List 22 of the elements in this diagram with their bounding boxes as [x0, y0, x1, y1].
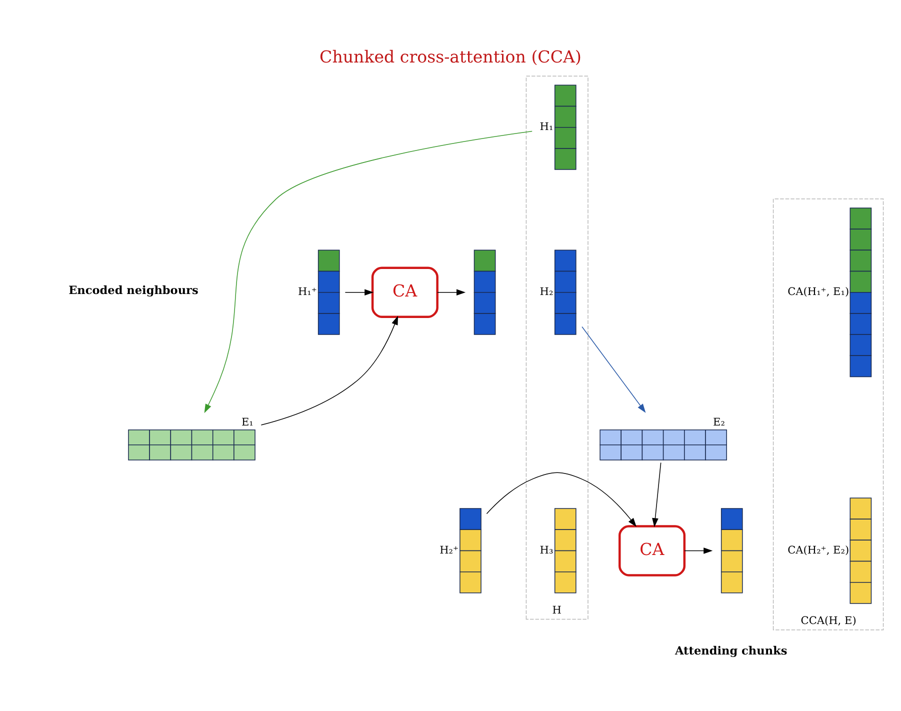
node-label: CA(H₁⁺, E₁)	[788, 286, 850, 298]
node-label: H₁⁺	[298, 286, 317, 298]
label: Encoded neighbours	[68, 282, 198, 297]
node-box: CA	[371, 266, 438, 318]
arrow	[344, 288, 374, 296]
arrow	[652, 462, 662, 527]
arrow	[204, 130, 532, 413]
diagram-title: Chunked cross-attention (CCA)	[320, 46, 582, 66]
arrow	[582, 326, 646, 412]
node-label: E₂	[713, 416, 725, 428]
arrow	[684, 547, 713, 554]
node-label: H₁	[540, 120, 554, 133]
node-label: H₂⁺	[440, 544, 459, 556]
node-label: H₃	[540, 544, 554, 556]
node-label: CA(H₂⁺, E₂)	[788, 544, 850, 556]
arrow	[260, 315, 398, 425]
arrow	[486, 472, 636, 526]
node-label: E₁	[241, 416, 254, 428]
node-label: H₂	[540, 286, 554, 298]
node-box: CA	[618, 524, 686, 576]
arrow	[437, 288, 466, 296]
label: Attending chunks	[675, 642, 788, 657]
